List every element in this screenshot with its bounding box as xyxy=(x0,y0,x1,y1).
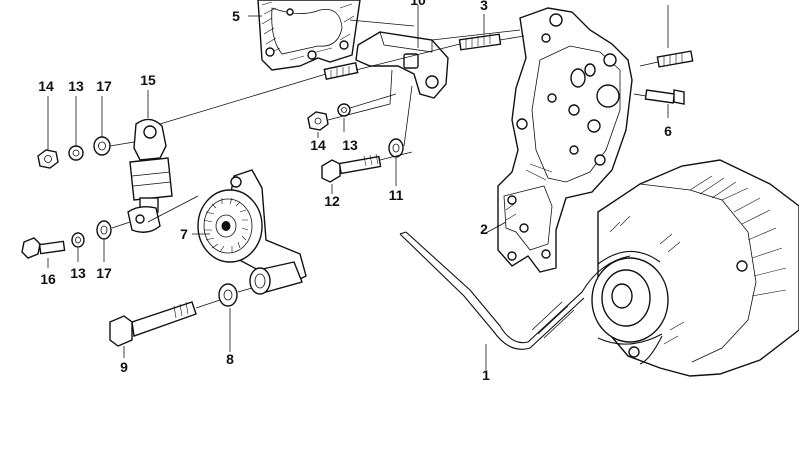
callout-13-middle: 13 xyxy=(342,137,358,153)
callouts: 5 10 3 6 2 1 7 8 9 14 13 17 15 16 13 17 … xyxy=(38,0,672,383)
callout-8: 8 xyxy=(226,351,234,367)
washer-13-upper xyxy=(68,145,84,161)
callout-2: 2 xyxy=(480,221,488,237)
alternator xyxy=(591,159,799,377)
tensioner-pulley-7 xyxy=(197,169,307,283)
v-belt xyxy=(399,231,663,365)
bolt-9 xyxy=(109,301,197,347)
callout-11: 11 xyxy=(389,187,404,203)
spacer-sleeve xyxy=(249,261,303,295)
callout-17-upper: 17 xyxy=(96,78,112,94)
callout-14-upper: 14 xyxy=(38,78,54,94)
stud-3 xyxy=(458,33,502,51)
callout-7: 7 xyxy=(180,226,188,242)
upper-bracket xyxy=(355,31,449,99)
stud-bracket xyxy=(323,61,359,81)
bolt-6 xyxy=(644,89,685,105)
washer-8 xyxy=(218,283,238,307)
washer-17-lower xyxy=(96,220,112,240)
washer-17-upper xyxy=(93,136,111,156)
callout-5: 5 xyxy=(232,8,240,24)
tensioner-15 xyxy=(127,118,173,233)
bolt-16 xyxy=(21,237,66,259)
main-bracket xyxy=(497,7,633,273)
callout-1: 1 xyxy=(482,367,490,383)
bolt-12 xyxy=(321,153,382,183)
callout-12: 12 xyxy=(324,193,340,209)
callout-16: 16 xyxy=(40,271,56,287)
nut-14-upper xyxy=(37,149,59,169)
callout-14-middle: 14 xyxy=(310,137,326,153)
washer-13-lower xyxy=(71,232,85,248)
gasket-plate xyxy=(257,0,361,71)
washer-11 xyxy=(388,138,404,158)
callout-13-lower: 13 xyxy=(70,265,86,281)
callout-3: 3 xyxy=(480,0,488,13)
nut-14-middle xyxy=(307,111,329,131)
callout-9: 9 xyxy=(120,359,128,375)
callout-17-lower: 17 xyxy=(96,265,112,281)
leader-lines xyxy=(47,5,669,370)
callout-15: 15 xyxy=(140,72,156,88)
callout-13-upper: 13 xyxy=(68,78,84,94)
callout-10: 10 xyxy=(410,0,426,8)
stud-6-upper xyxy=(656,50,694,68)
callout-6: 6 xyxy=(664,123,672,139)
washer-13-middle xyxy=(337,103,351,117)
